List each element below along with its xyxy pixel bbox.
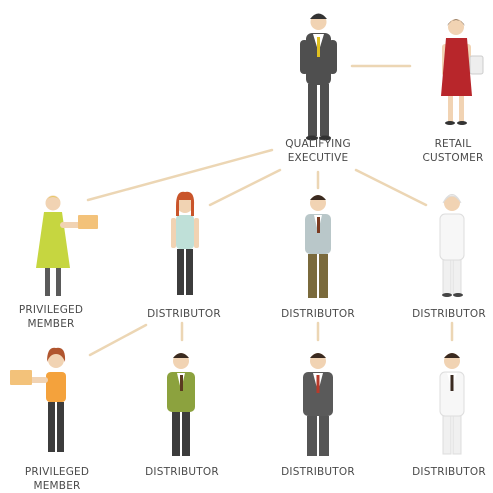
privileged-member-1-figure xyxy=(36,195,98,296)
distributor-5-figure xyxy=(303,353,333,456)
privileged-member-2-figure xyxy=(10,347,66,452)
connector-exec-distributor-1 xyxy=(208,168,282,207)
retail-customer-line2: CUSTOMER xyxy=(422,152,484,164)
privileged-member-1-label: PRIVILEGED MEMBER xyxy=(6,303,96,331)
connector-exec-distributor-3 xyxy=(354,168,428,207)
privileged-member-1-line2: MEMBER xyxy=(27,318,75,330)
distributor-1-text: DISTRIBUTOR xyxy=(147,308,221,320)
privileged-member-1-line1: PRIVILEGED xyxy=(18,304,84,316)
retail-customer-figure xyxy=(441,19,484,125)
distributor-1-figure xyxy=(171,191,199,295)
connector-distributor-1-privileged-2 xyxy=(88,323,148,357)
distributor-6-figure xyxy=(439,353,465,455)
privileged-member-2-line1: PRIVILEGED xyxy=(24,466,90,478)
privileged-member-2-label: PRIVILEGED MEMBER xyxy=(12,465,102,493)
connector-exec-privileged-1 xyxy=(86,148,274,202)
distributor-2-label: DISTRIBUTOR xyxy=(270,307,366,321)
distributor-2-figure xyxy=(305,195,331,298)
distributor-6-text: DISTRIBUTOR xyxy=(412,466,486,478)
distributor-1-label: DISTRIBUTOR xyxy=(136,307,232,321)
distributor-5-label: DISTRIBUTOR xyxy=(270,465,366,479)
privileged-member-2-line2: MEMBER xyxy=(33,480,81,492)
qualifying-executive-label: QUALIFYING EXECUTIVE xyxy=(262,137,374,165)
distributor-4-label: DISTRIBUTOR xyxy=(134,465,230,479)
qualifying-executive-figure xyxy=(300,13,337,141)
qualifying-executive-line2: EXECUTIVE xyxy=(287,152,349,164)
distributor-3-figure xyxy=(439,194,465,297)
distributor-5-text: DISTRIBUTOR xyxy=(281,466,355,478)
distributor-2-text: DISTRIBUTOR xyxy=(281,308,355,320)
distributor-4-text: DISTRIBUTOR xyxy=(145,466,219,478)
distributor-6-label: DISTRIBUTOR xyxy=(405,465,493,479)
distributor-3-text: DISTRIBUTOR xyxy=(412,308,486,320)
distributor-3-label: DISTRIBUTOR xyxy=(405,307,493,321)
connectors xyxy=(86,64,454,357)
qualifying-executive-line1: QUALIFYING xyxy=(285,138,351,150)
retail-customer-line1: RETAIL xyxy=(434,138,472,150)
distributor-4-figure xyxy=(167,353,195,456)
retail-customer-label: RETAIL CUSTOMER xyxy=(413,137,493,165)
